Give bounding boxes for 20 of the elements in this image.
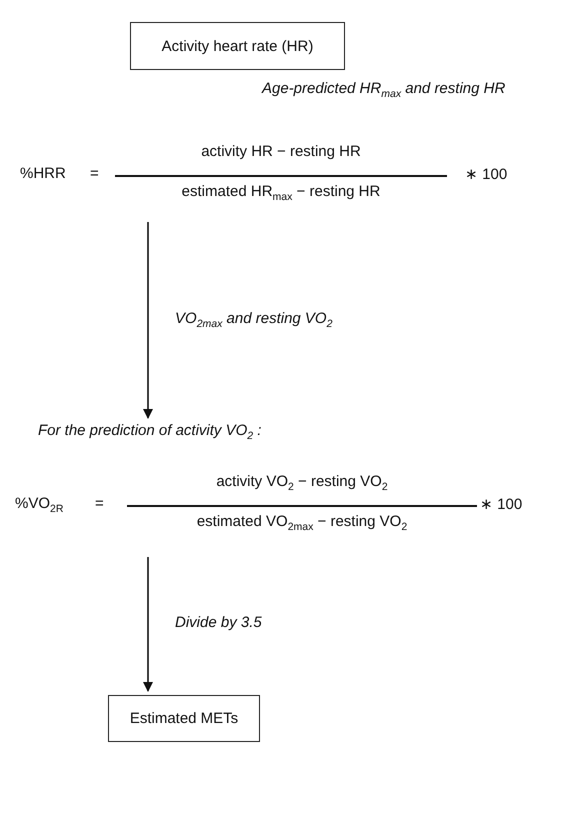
box-label: Activity heart rate (HR) [162,38,314,54]
edge-label: VO$_{2max}$ and resting VO$_{2}$ [175,310,332,330]
equals-sign: = [90,165,99,182]
equation-term: %HRR [20,165,66,182]
multiplier: ∗ 100 [480,495,522,513]
process-box [130,22,345,70]
equals-sign: = [95,495,104,512]
denominator: estimated VO$_{2max}$ − resting VO$_{2}$ [196,513,408,533]
process-box [108,695,260,742]
note-text: Age-predicted HR$_{max}$ and resting HR [262,80,506,100]
multiplier: ∗ 100 [465,165,508,183]
box-label: Estimated METs [130,710,238,727]
equation-term: %VO$_{2R}$ [15,495,64,515]
arrow [143,557,153,692]
edge-label: Divide by 3.5 [175,614,262,631]
numerator: activity VO$_{2}$ − resting VO$_{2}$ [216,473,388,493]
numerator: activity HR − resting HR [201,143,361,160]
denominator: estimated HR$_{max}$ − resting HR [182,183,380,203]
step-heading: For the prediction of activity VO$_{2}$ : [38,422,262,442]
arrow [143,222,153,419]
